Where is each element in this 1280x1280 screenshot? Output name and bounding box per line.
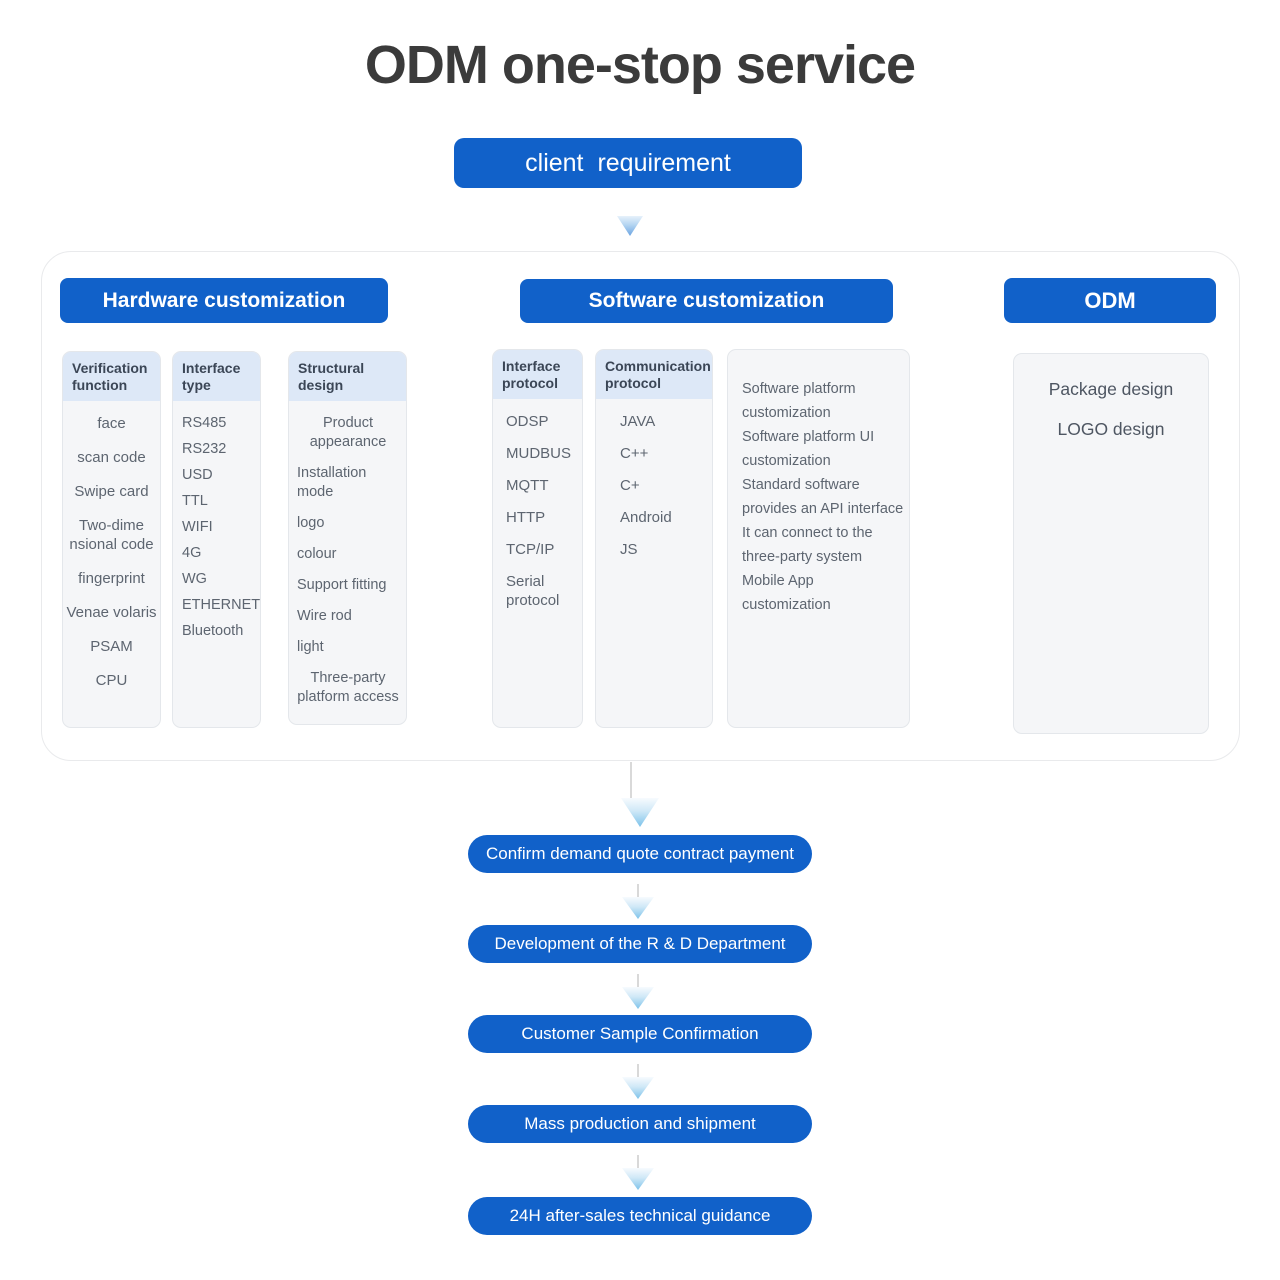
communication-protocol-card: Communication protocol JAVA C++ C+ Andro… bbox=[595, 349, 713, 728]
process-step-label: 24H after-sales technical guidance bbox=[509, 1206, 771, 1225]
software-note: Standard software provides an API interf… bbox=[742, 477, 904, 517]
arrow-down-icon bbox=[622, 987, 654, 1009]
software-note: It can connect to the three-party system bbox=[742, 525, 873, 565]
list-item: scan code bbox=[77, 449, 146, 466]
list-item: MQTT bbox=[506, 477, 549, 494]
client-requirement-label: client requirement bbox=[525, 148, 731, 177]
list-item: Support fitting bbox=[297, 577, 387, 593]
process-step-aftersales: 24H after-sales technical guidance bbox=[468, 1197, 812, 1235]
interface-protocol-list: ODSP MUDBUS MQTT HTTP TCP/IP Serial prot… bbox=[493, 399, 582, 610]
software-customization-label: Software customization bbox=[588, 289, 825, 312]
structural-design-list: Product appearance Installation mode log… bbox=[289, 401, 406, 707]
list-item: 4G bbox=[182, 545, 202, 561]
odm-label: ODM bbox=[1084, 287, 1136, 313]
odm-list: Package design LOGO design bbox=[1014, 354, 1208, 439]
interface-type-list: RS485 RS232 USD TTL WIFI 4G WG ETHERNET … bbox=[173, 401, 260, 641]
process-step-label: Customer Sample Confirmation bbox=[521, 1024, 759, 1043]
verification-function-title: Verification function bbox=[63, 352, 160, 401]
page-title: ODM one-stop service bbox=[364, 35, 916, 95]
software-note: Software platform customization bbox=[742, 381, 856, 421]
list-item: MUDBUS bbox=[506, 445, 572, 462]
list-item: Installation mode bbox=[297, 465, 367, 500]
list-item: Bluetooth bbox=[182, 623, 244, 639]
list-item: WG bbox=[182, 571, 207, 587]
list-item: CPU bbox=[95, 672, 128, 689]
communication-protocol-title: Communication protocol bbox=[596, 350, 712, 399]
list-item: TCP/IP bbox=[506, 541, 555, 558]
software-note: Software platform UI customization bbox=[742, 429, 875, 469]
software-customization-header: Software customization bbox=[520, 279, 893, 323]
list-item: JS bbox=[620, 541, 638, 558]
arrow-down-icon bbox=[622, 1077, 654, 1099]
arrow-down-icon bbox=[622, 1168, 654, 1190]
list-item: Venae volaris bbox=[66, 604, 157, 621]
software-platform-notes-card: Software platform customization Software… bbox=[727, 349, 910, 728]
process-step-label: Development of the R & D Department bbox=[494, 934, 786, 953]
list-item: light bbox=[297, 639, 324, 655]
software-platform-notes: Software platform customization Software… bbox=[728, 350, 909, 617]
list-item: C+ bbox=[620, 477, 640, 494]
list-item: PSAM bbox=[90, 638, 133, 655]
structural-design-title: Structural design bbox=[289, 352, 406, 401]
list-item: face bbox=[97, 415, 126, 432]
list-item: ODSP bbox=[506, 413, 549, 430]
process-step-rd-development: Development of the R & D Department bbox=[468, 925, 812, 963]
odm-card: Package design LOGO design bbox=[1013, 353, 1209, 734]
process-step-mass-production: Mass production and shipment bbox=[468, 1105, 812, 1143]
list-item: Android bbox=[620, 509, 672, 526]
arrow-stem bbox=[630, 762, 632, 800]
list-item: colour bbox=[297, 546, 337, 562]
list-item: WIFI bbox=[182, 519, 213, 535]
communication-protocol-list: JAVA C++ C+ Android JS bbox=[596, 399, 712, 559]
interface-protocol-title: Interface protocol bbox=[493, 350, 582, 399]
list-item: Swipe card bbox=[74, 483, 149, 500]
list-item: Serial protocol bbox=[506, 573, 560, 609]
list-item: USD bbox=[182, 467, 213, 483]
structural-design-card: Structural design Product appearance Ins… bbox=[288, 351, 407, 725]
list-item: ETHERNET bbox=[182, 597, 261, 613]
list-item: TTL bbox=[182, 493, 208, 509]
arrow-stem bbox=[637, 884, 639, 898]
arrow-down-icon bbox=[622, 897, 654, 919]
client-requirement-badge: client requirement bbox=[454, 138, 802, 188]
interface-type-card: Interface type RS485 RS232 USD TTL WIFI … bbox=[172, 351, 261, 728]
interface-protocol-card: Interface protocol ODSP MUDBUS MQTT HTTP… bbox=[492, 349, 583, 728]
list-item: LOGO design bbox=[1057, 419, 1165, 439]
arrow-down-icon bbox=[621, 798, 659, 827]
list-item: RS485 bbox=[182, 415, 227, 431]
list-item: Product appearance bbox=[309, 415, 387, 450]
process-step-label: Mass production and shipment bbox=[524, 1114, 756, 1133]
verification-function-card: Verification function face scan code Swi… bbox=[62, 351, 161, 728]
arrow-down-icon bbox=[617, 216, 643, 236]
list-item: JAVA bbox=[620, 413, 656, 430]
list-item: Three-party platform access bbox=[297, 670, 399, 705]
list-item: logo bbox=[297, 515, 325, 531]
process-step-confirm-demand: Confirm demand quote contract payment bbox=[468, 835, 812, 873]
list-item: fingerprint bbox=[78, 570, 145, 587]
list-item: Wire rod bbox=[297, 608, 352, 624]
interface-type-title: Interface type bbox=[173, 352, 260, 401]
verification-function-list: face scan code Swipe card Two-dime nsion… bbox=[63, 401, 160, 690]
hardware-customization-label: Hardware customization bbox=[102, 288, 346, 312]
list-item: HTTP bbox=[506, 509, 546, 526]
arrow-stem bbox=[637, 1155, 639, 1169]
hardware-customization-header: Hardware customization bbox=[60, 278, 388, 323]
list-item: Package design bbox=[1048, 379, 1174, 399]
list-item: C++ bbox=[620, 445, 649, 462]
process-step-label: Confirm demand quote contract payment bbox=[485, 844, 795, 863]
software-note: Mobile App customization bbox=[742, 573, 831, 613]
process-step-sample-confirmation: Customer Sample Confirmation bbox=[468, 1015, 812, 1053]
list-item: Two-dime nsional code bbox=[69, 517, 154, 553]
arrow-stem bbox=[637, 974, 639, 988]
list-item: RS232 bbox=[182, 441, 227, 457]
odm-header: ODM bbox=[1004, 278, 1216, 323]
arrow-stem bbox=[637, 1064, 639, 1078]
